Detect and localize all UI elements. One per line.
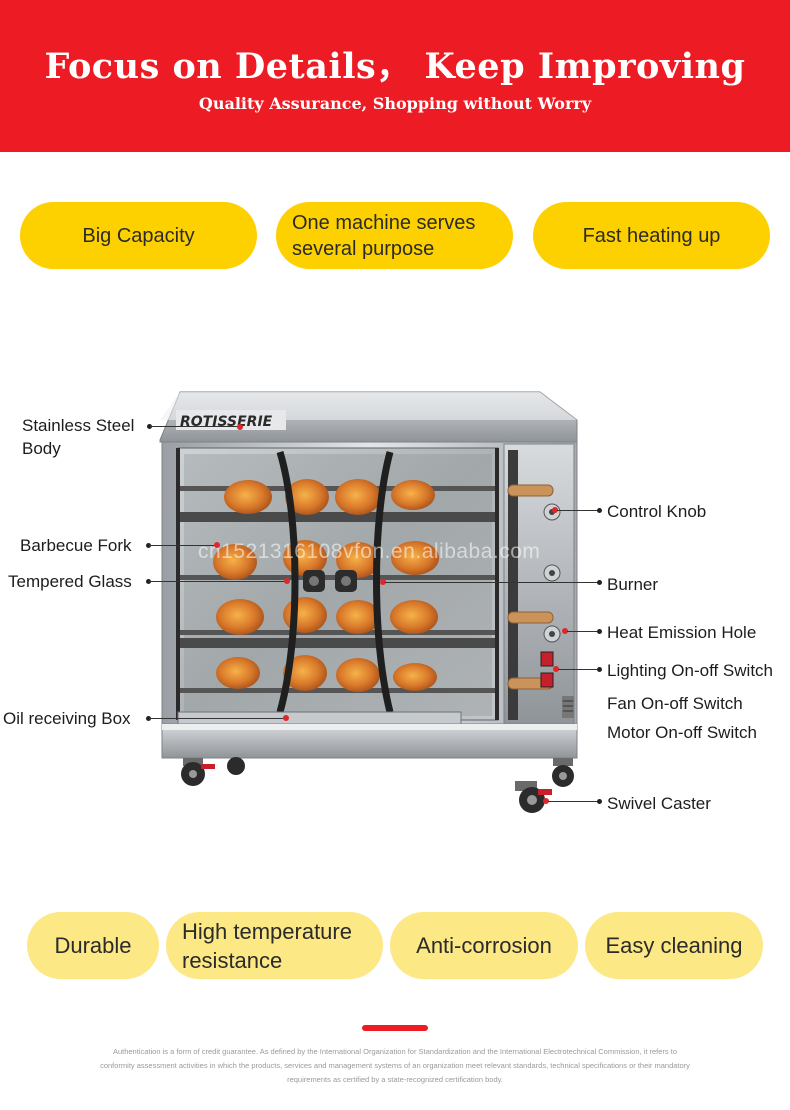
label-lighting-switch: Lighting On-off Switch: [607, 661, 773, 680]
feature-label: Fast heating up: [582, 224, 721, 247]
footer-accent-bar: [362, 1025, 428, 1031]
leader-dot: [597, 629, 602, 634]
caster-wheels: [181, 757, 574, 813]
label-oil-receiving-box: Oil receiving Box: [3, 709, 131, 728]
feature-label: High temperature resistance: [182, 918, 352, 973]
leader-dot: [146, 716, 151, 721]
chickens: [213, 479, 439, 692]
feature-pill-durable: Durable: [27, 912, 159, 979]
leader-line: [548, 801, 598, 802]
label-burner: Burner: [607, 575, 659, 594]
banner-title: Focus on Details， Keep Improving: [44, 46, 746, 87]
banner-subtitle: Quality Assurance, Shopping without Worr…: [198, 94, 592, 113]
pointer-dot: [553, 666, 559, 672]
leader-dot: [146, 543, 151, 548]
label-tempered-glass: Tempered Glass: [8, 572, 132, 591]
switch-icons: [540, 651, 554, 688]
feature-pill-easy-cleaning: Easy cleaning: [585, 912, 763, 979]
feature-label: Easy cleaning: [605, 933, 743, 958]
feature-pill-multi-purpose: One machine serves several purpose: [276, 202, 513, 269]
label-motor-switch: Motor On-off Switch: [607, 723, 757, 742]
pointer-dot: [284, 578, 290, 584]
footer-text: Authentication is a form of credit guara…: [100, 1047, 690, 1084]
leader-dot: [597, 580, 602, 585]
leader-dot: [147, 424, 152, 429]
leader-line: [150, 426, 238, 427]
leader-line: [558, 669, 598, 670]
fan-vent-icon: [562, 696, 574, 718]
watermark-text: cn1521316108vfon.en.alibaba.com: [198, 540, 541, 563]
header-banner: Focus on Details， Keep Improving Quality…: [0, 0, 790, 152]
feature-label: Big Capacity: [82, 224, 195, 247]
feature-pill-big-capacity: Big Capacity: [20, 202, 257, 269]
label-heat-emission-hole: Heat Emission Hole: [607, 623, 757, 642]
brand-logo: ROTISSERIE: [180, 414, 273, 430]
feature-label: Durable: [54, 933, 132, 958]
feature-pill-high-temperature: High temperature resistance: [166, 912, 383, 979]
feature-pill-fast-heating: Fast heating up: [533, 202, 770, 269]
leader-line: [149, 581, 285, 582]
leader-line: [385, 582, 598, 583]
pointer-dot: [543, 798, 549, 804]
label-barbecue-fork: Barbecue Fork: [20, 536, 132, 555]
leader-line: [557, 510, 598, 511]
leader-dot: [597, 508, 602, 513]
leader-dot: [146, 579, 151, 584]
leader-dot: [597, 667, 602, 672]
pointer-dot: [562, 628, 568, 634]
leader-line: [149, 545, 215, 546]
pointer-dot: [552, 507, 558, 513]
label-fan-switch: Fan On-off Switch: [607, 694, 743, 713]
brand-plate: [176, 410, 286, 430]
label-stainless-steel-body: Stainless Steel Body: [22, 416, 135, 458]
leader-line: [149, 718, 284, 719]
label-control-knob: Control Knob: [607, 502, 707, 521]
leader-line: [567, 631, 598, 632]
feature-pill-anti-corrosion: Anti-corrosion: [390, 912, 578, 979]
feature-label: One machine serves several purpose: [292, 211, 476, 260]
pointer-dot: [380, 579, 386, 585]
pointer-dot: [237, 424, 243, 430]
feature-label: Anti-corrosion: [416, 933, 552, 958]
label-swivel-caster: Swivel Caster: [607, 794, 711, 813]
leader-dot: [597, 799, 602, 804]
pointer-dot: [214, 542, 220, 548]
pointer-dot: [283, 715, 289, 721]
